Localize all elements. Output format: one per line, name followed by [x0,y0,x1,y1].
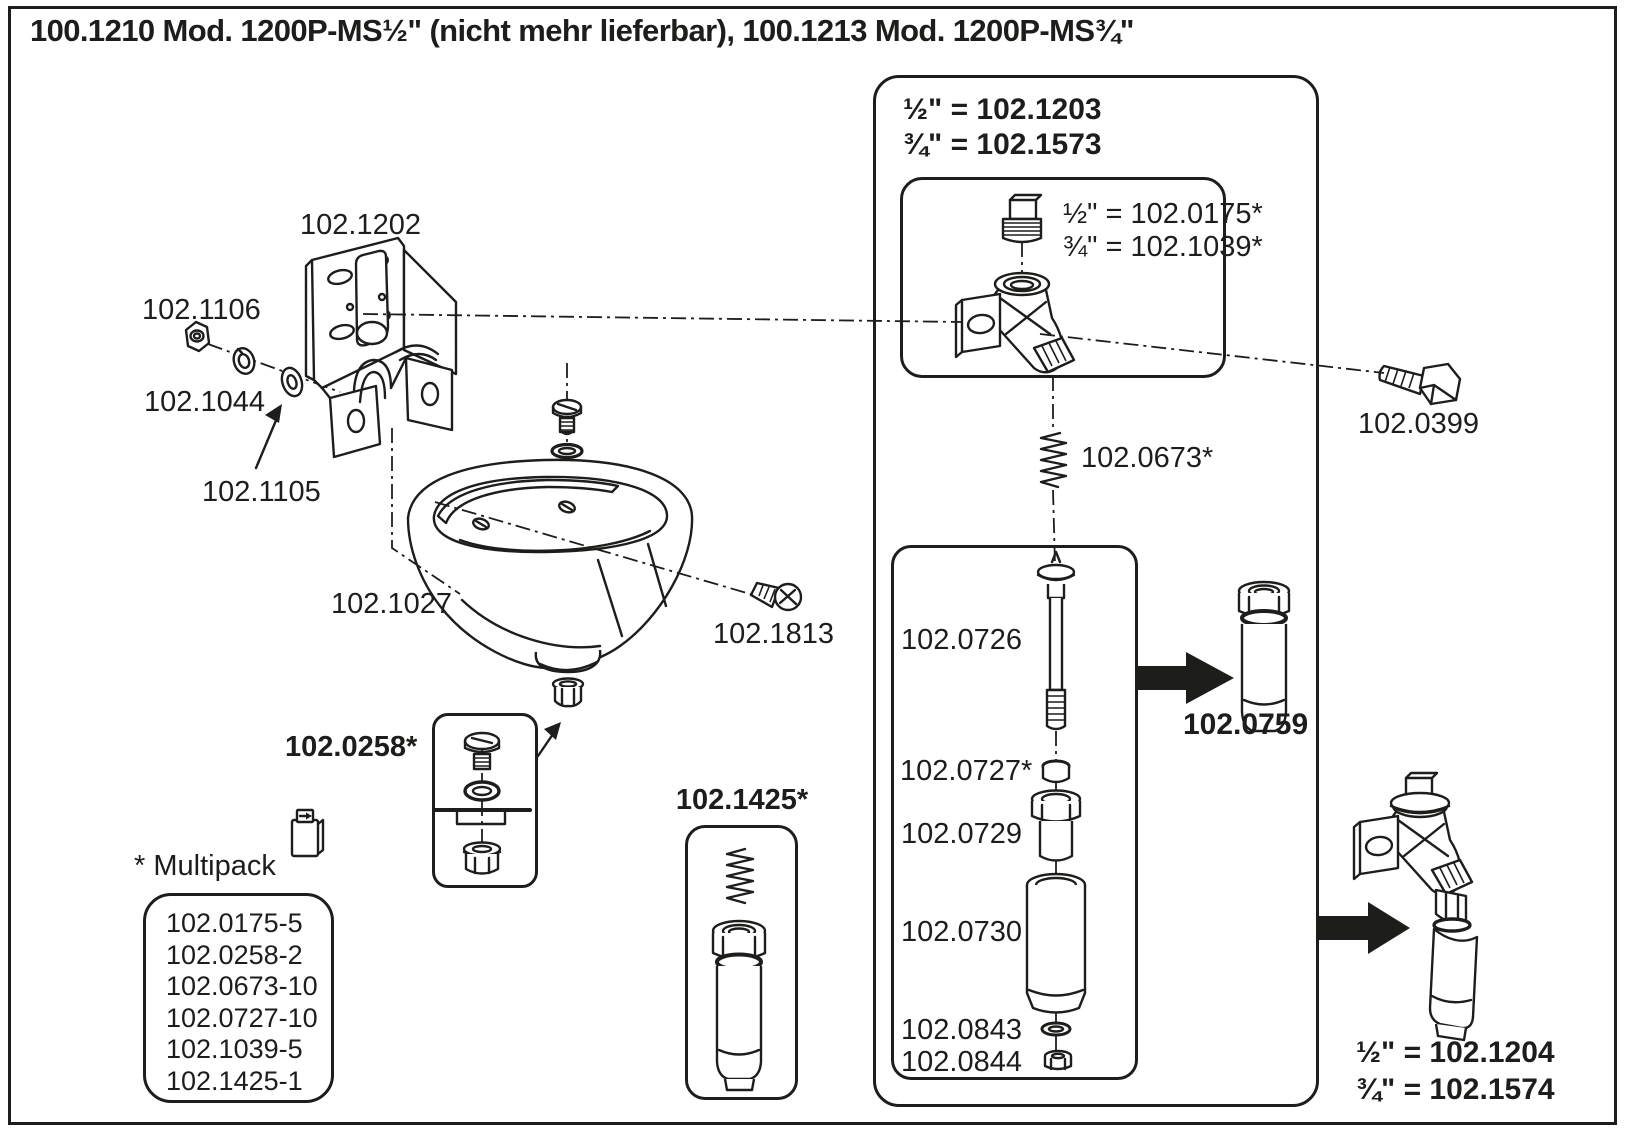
multipack-box: 102.0175-5 102.0258-2 102.0673-10 102.07… [143,893,334,1103]
label-bolt: 102.0399 [1358,408,1479,440]
elbow-drawing [954,271,1076,374]
valve-box-title-half: ½" = 102.1203 [903,93,1102,126]
bowl-nut-drawing [551,677,585,708]
bowl-drawing [406,458,694,674]
multipack-title: * Multipack [134,850,276,882]
cartridge-kit-box [685,825,798,1100]
label-spring: 102.0673* [1081,442,1214,474]
multipack-icon [290,808,325,858]
label-nut: 102.1106 [142,294,261,326]
label-bowl-screw: 102.1813 [713,618,834,650]
label-small-nut: 102.0844 [901,1046,1022,1078]
tube-drawing [1025,872,1087,1014]
label-cartridge-kit: 102.1425* [675,784,809,816]
flathead-screw-drawing [749,581,803,612]
nut-drawing [184,320,211,353]
elbow-variant-box [900,177,1226,378]
plug-drawing [1001,193,1043,244]
lock-washer-drawing [232,347,256,375]
label-bowl: 102.1027 [331,588,452,620]
big-arrow-assembly [1318,902,1410,954]
valve-internals-box [891,545,1138,1080]
multipack-item: 102.1425-1 [166,1065,303,1096]
elbow-variant-half: ½" = 102.0175* [1063,198,1263,230]
label-tube: 102.0730 [901,916,1022,948]
label-drain-kit: 102.0258* [285,731,418,763]
valve-pin-drawing [1036,550,1076,731]
cartridge-0759-drawing [1237,580,1291,733]
multipack-item: 102.0175-5 [166,908,303,938]
multipack-item: 102.0673-10 [166,971,318,1001]
label-gland: 102.0729 [901,818,1022,850]
cartridge-1425-drawing [711,847,767,1092]
multipack-item: 102.0727-10 [166,1002,318,1033]
page-title: 100.1210 Mod. 1200P-MS½" (nicht mehr lie… [30,13,1134,48]
drain-kit-box [432,713,538,888]
rim-screw-drawing [550,398,584,460]
elbow-variant-threequarter: ¾" = 102.1039* [1063,231,1263,263]
centerlines-over [362,313,1385,597]
gland-drawing [1030,789,1082,862]
valve-group-box [873,75,1319,1107]
pointer-arrow-drain-nut [536,722,561,758]
assembly-drawing [1352,771,1479,1042]
label-lock-washer: 102.1044 [144,386,265,418]
valve-box-title-threequarter: ¾" = 102.1573 [903,128,1102,161]
small-washer-drawing [1040,1021,1072,1037]
spring-drawing [1039,431,1068,489]
small-nut-drawing [1043,1049,1073,1071]
bolt-drawing [1378,362,1462,406]
assembly-label-threequarter: ¾" = 102.1574 [1356,1073,1555,1106]
label-washer: 102.1105 [202,476,321,508]
seal-drawing [1041,759,1071,784]
page-border [8,6,1617,1125]
label-bracket: 102.1202 [300,209,421,241]
assembly-label-half: ½" = 102.1204 [1356,1036,1555,1069]
label-small-washer: 102.0843 [901,1014,1022,1046]
multipack-item: 102.1039-5 [166,1034,303,1064]
pointer-arrow-washer [254,404,282,470]
drain-kit-drawing [433,731,532,875]
big-arrow-cartridge [1137,652,1234,704]
bracket-drawing [304,236,458,459]
label-seal: 102.0727* [900,755,1033,787]
label-valve-pin: 102.0726 [901,624,1022,656]
multipack-item: 102.0258-2 [166,939,303,970]
label-cartridge: 102.0759 [1183,708,1309,741]
washer-drawing [280,366,304,398]
